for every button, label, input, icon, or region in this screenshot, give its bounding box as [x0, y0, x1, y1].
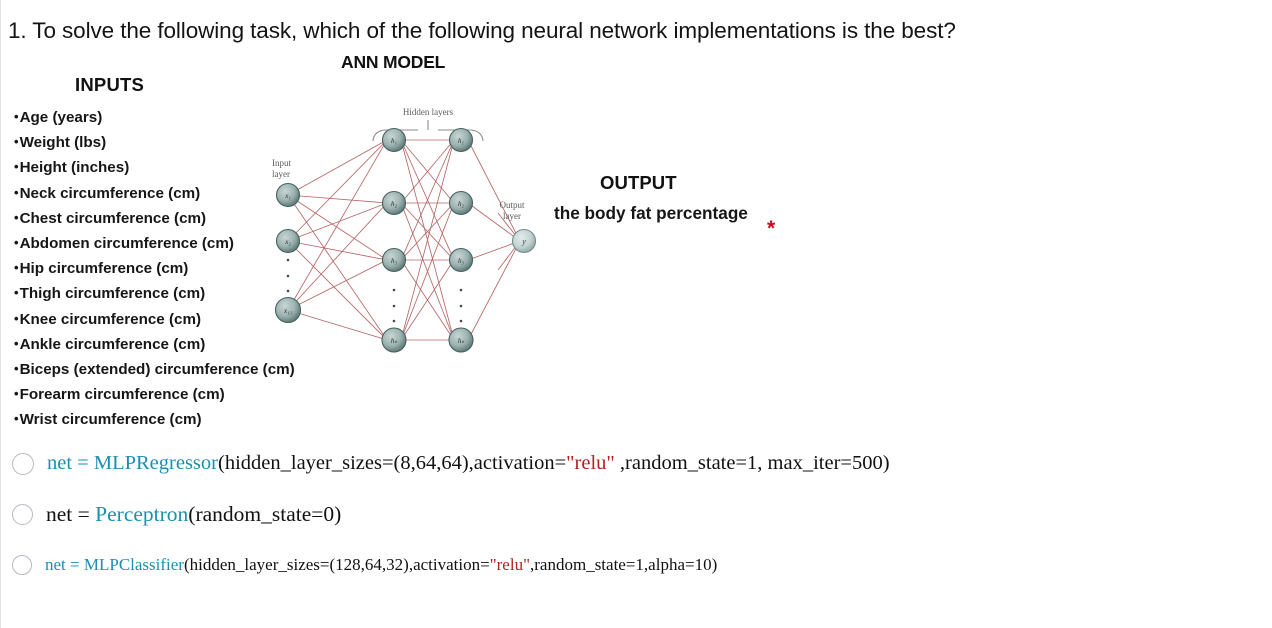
- radio-button-icon[interactable]: [12, 555, 32, 575]
- inputs-heading: INPUTS: [75, 74, 145, 95]
- edges-input-hidden1: [287, 139, 388, 341]
- code-token: (hidden_layer_sizes=(8,64,64),activation…: [218, 452, 567, 474]
- input-layer-label-line1: Input: [272, 158, 291, 168]
- input-layer-nodes: x₁ x₂ x₁₃: [274, 182, 302, 324]
- node-label-hnb: hₙ: [458, 337, 465, 345]
- list-item: Weight (lbs): [14, 130, 295, 155]
- list-item: Abdomen circumference (cm): [14, 231, 246, 256]
- output-subtitle: the body fat percentage: [554, 203, 748, 223]
- output-layer-node: y: [511, 228, 537, 254]
- list-item: Height (inches): [14, 155, 295, 180]
- option-label: net = Perceptron(random_state=0): [46, 502, 341, 527]
- node-label-h2b: h₂: [458, 200, 465, 208]
- node-label-y: y: [521, 237, 526, 246]
- node-label-x13: x₁₃: [283, 307, 293, 315]
- list-item: Biceps (extended) circumference (cm): [14, 357, 295, 382]
- option-mlpclassifier[interactable]: net = MLPClassifier(hidden_layer_sizes=(…: [0, 540, 1272, 590]
- code-token: (hidden_layer_sizes=(128,64,32),activati…: [183, 555, 490, 574]
- figure-slide: INPUTS Age (years) Weight (lbs) Height (…: [0, 48, 820, 428]
- edges-hidden1-hidden2: [400, 139, 455, 341]
- option-label: net = MLPRegressor(hidden_layer_sizes=(8…: [47, 452, 890, 475]
- code-token: MLPClassifier: [83, 555, 184, 574]
- option-label: net = MLPClassifier(hidden_layer_sizes=(…: [45, 555, 717, 575]
- code-token: "relu": [489, 555, 531, 574]
- diagram-title: ANN MODEL: [341, 52, 446, 72]
- node-label-h1: h₁: [391, 137, 397, 145]
- code-token: (random_state=0): [188, 502, 342, 526]
- list-item: Knee circumference (cm): [14, 307, 295, 332]
- question-title: 1. To solve the following task, which of…: [8, 18, 956, 43]
- list-item: Ankle circumference (cm): [14, 332, 295, 357]
- code-token: net =: [45, 555, 84, 574]
- hidden-layers-label: Hidden layers: [403, 107, 454, 117]
- option-perceptron[interactable]: net = Perceptron(random_state=0): [0, 489, 1272, 540]
- option-mlpregressor[interactable]: net = MLPRegressor(hidden_layer_sizes=(8…: [0, 438, 1272, 489]
- list-item: Hip circumference (cm): [14, 256, 295, 281]
- node-label-x1: x₁: [284, 192, 291, 200]
- inputs-list: Age (years) Weight (lbs) Height (inches)…: [14, 105, 295, 433]
- page-left-rule: [0, 0, 1, 628]
- answer-options-group: net = MLPRegressor(hidden_layer_sizes=(8…: [0, 438, 1272, 590]
- code-token: ,random_state=1,alpha=10): [530, 555, 718, 574]
- radio-button-icon[interactable]: [12, 504, 33, 525]
- code-token: net =: [46, 502, 96, 526]
- node-label-h1b: h₁: [458, 137, 464, 145]
- neural-network-diagram: Hidden layers: [272, 107, 537, 353]
- hidden-layer-2-nodes: h₁ h₂ h₃ hₙ: [448, 127, 474, 353]
- code-token: ,random_state=1, max_iter=500): [614, 452, 890, 474]
- output-layer-label-line1: Output: [499, 200, 525, 210]
- code-token: Perceptron: [95, 502, 189, 526]
- list-item: Thigh circumference (cm): [14, 281, 295, 306]
- code-token: net =: [47, 452, 94, 474]
- required-asterisk: *: [767, 217, 776, 240]
- input-layer-label-line2: layer: [272, 169, 290, 179]
- output-heading: OUTPUT: [600, 172, 677, 193]
- list-item: Neck circumference (cm): [14, 181, 295, 206]
- hidden-layer-1-nodes: h₁ h₂ h₃ hₙ: [381, 127, 407, 353]
- code-token: "relu": [566, 452, 615, 474]
- radio-button-icon[interactable]: [12, 452, 34, 475]
- node-label-h2: h₂: [391, 200, 398, 208]
- list-item: Age (years): [14, 105, 295, 130]
- node-label-h3b: h₃: [458, 257, 465, 265]
- node-label-h3: h₃: [391, 257, 398, 265]
- node-label-x2: x₂: [284, 238, 291, 246]
- list-item: Forearm circumference (cm): [14, 382, 295, 407]
- list-item: Chest circumference (cm): [14, 206, 295, 231]
- list-item: Wrist circumference (cm): [14, 407, 295, 432]
- hidden-layers-brace: [372, 120, 484, 142]
- output-layer-label-line2: layer: [503, 211, 521, 221]
- node-label-hn: hₙ: [391, 337, 398, 345]
- code-token: MLPRegressor: [93, 452, 218, 474]
